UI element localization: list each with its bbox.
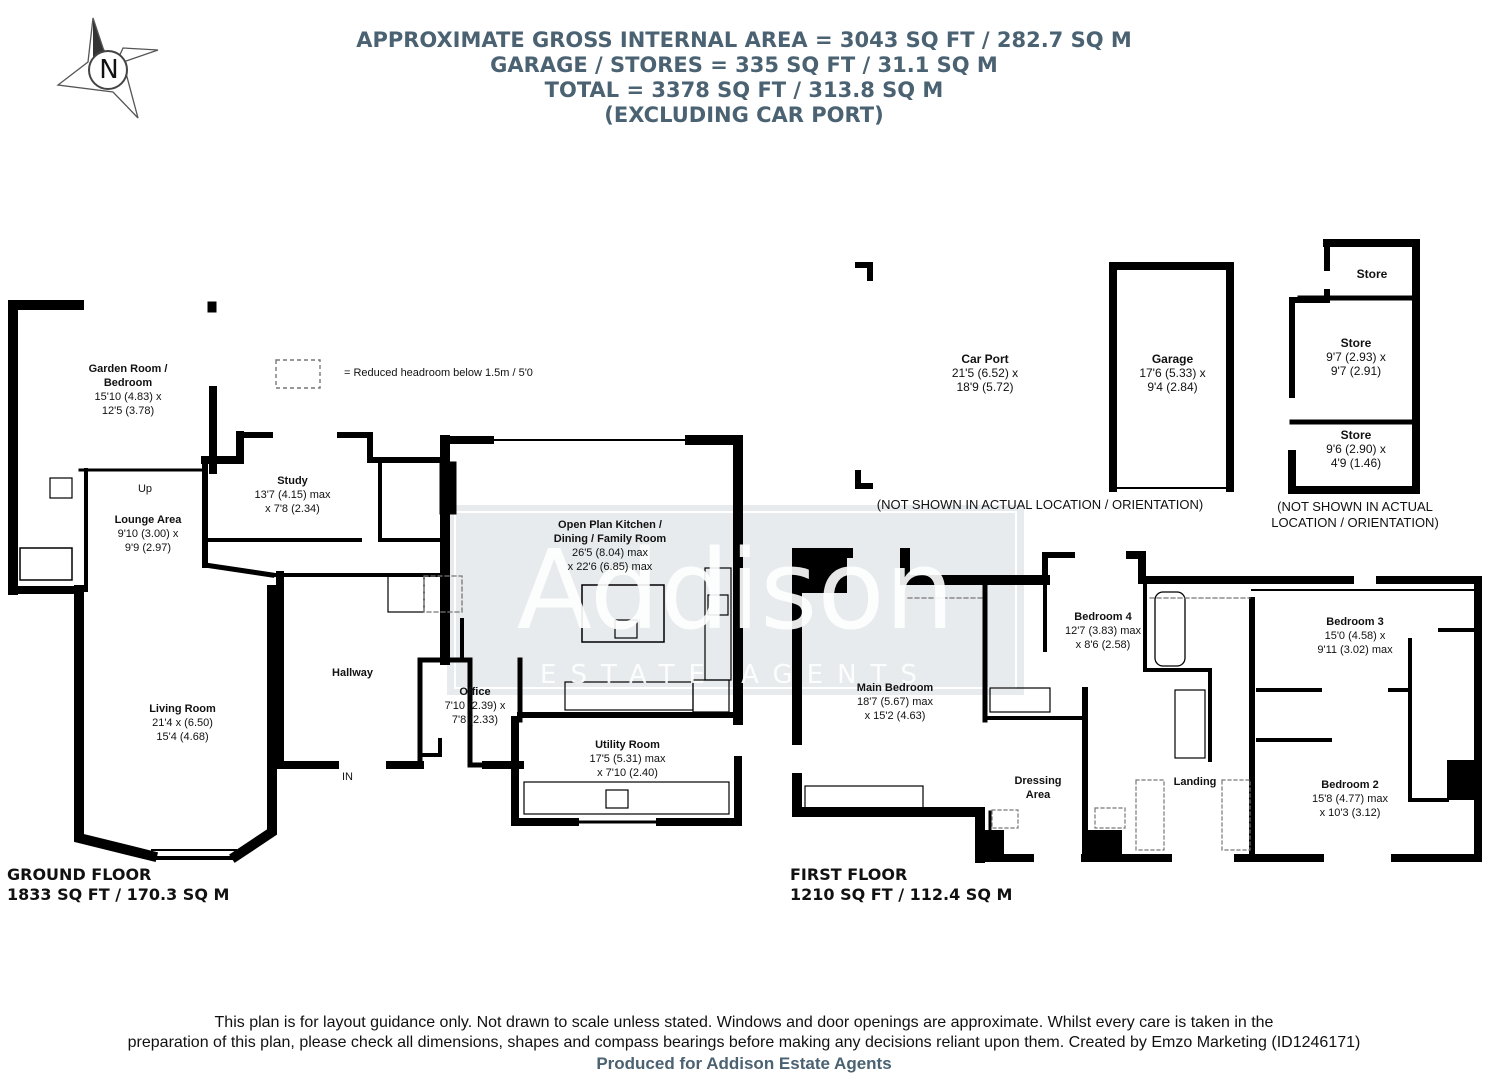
room-dim: x 22'6 (6.85) max bbox=[567, 561, 653, 573]
room-lounge-area: Lounge Area 9'10 (3.00) x 9'9 (2.97) bbox=[88, 513, 208, 555]
watermark-brand: Addison bbox=[516, 526, 955, 654]
room-dim: 17'5 (5.31) max bbox=[589, 753, 666, 765]
room-dim: x 7'8 (2.34) bbox=[265, 503, 320, 515]
watermark-sub: ESTATE AGENTS bbox=[540, 660, 931, 690]
room-car-port: Car Port 21'5 (6.52) x 18'9 (5.72) bbox=[935, 352, 1035, 394]
room-dim: x 8'6 (2.58) bbox=[1075, 639, 1131, 651]
room-name: Dressing bbox=[1014, 775, 1062, 787]
room-dim: 13'7 (4.15) max bbox=[254, 489, 331, 501]
room-dim: 18'7 (5.67) max bbox=[856, 696, 934, 708]
produced-for-line: Produced for Addison Estate Agents bbox=[596, 1054, 892, 1073]
room-bedroom-3: Bedroom 3 15'0 (4.58) x 9'11 (3.02) max bbox=[1300, 615, 1410, 657]
room-dim: 12'7 (3.83) max bbox=[1064, 625, 1142, 637]
disclaimer-line-2: preparation of this plan, please check a… bbox=[127, 1034, 1361, 1051]
room-name: Dining / Family Room bbox=[553, 533, 667, 545]
store-orientation-note-1: (NOT SHOWN IN ACTUAL bbox=[1277, 499, 1433, 514]
ground-floor-label: GROUND FLOOR bbox=[7, 865, 152, 884]
room-store-lower: Store 9'6 (2.90) x 4'9 (1.46) bbox=[1300, 428, 1412, 470]
room-dim: 15'0 (4.58) x bbox=[1324, 630, 1386, 642]
room-name: Bedroom 2 bbox=[1321, 779, 1379, 791]
room-name: Lounge Area bbox=[114, 514, 182, 526]
room-main-bedroom: Main Bedroom 18'7 (5.67) max x 15'2 (4.6… bbox=[835, 681, 955, 723]
room-name: Main Bedroom bbox=[856, 682, 934, 694]
excluding-note-line: (EXCLUDING CAR PORT) bbox=[604, 103, 884, 127]
room-dim: x 7'10 (2.40) bbox=[597, 767, 658, 779]
room-landing: Landing bbox=[1155, 775, 1235, 789]
first-floor-label: FIRST FLOOR bbox=[790, 865, 908, 884]
room-utility: Utility Room 17'5 (5.31) max x 7'10 (2.4… bbox=[565, 738, 690, 780]
room-dim: x 10'3 (3.12) bbox=[1319, 807, 1381, 819]
room-dim: 9'9 (2.97) bbox=[124, 542, 172, 554]
stair-up-label: Up bbox=[137, 483, 153, 495]
total-area-line: TOTAL = 3378 SQ FT / 313.8 SQ M bbox=[544, 78, 944, 102]
room-name: Bedroom 4 bbox=[1074, 611, 1132, 623]
room-dim: 4'9 (1.46) bbox=[1330, 456, 1382, 470]
room-dim: 9'11 (3.02) max bbox=[1317, 644, 1393, 656]
room-name: Living Room bbox=[149, 703, 216, 715]
room-name: Store bbox=[1356, 267, 1388, 281]
compass-north-letter: N bbox=[99, 55, 119, 85]
room-name: Garden Room / bbox=[88, 363, 168, 375]
room-dim: 18'9 (5.72) bbox=[956, 380, 1014, 394]
garage-area-line: GARAGE / STORES = 335 SQ FT / 31.1 SQ M bbox=[490, 53, 998, 77]
headroom-legend-text: = Reduced headroom below 1.5m / 5'0 bbox=[344, 367, 533, 379]
room-bedroom-4: Bedroom 4 12'7 (3.83) max x 8'6 (2.58) bbox=[1048, 610, 1158, 652]
room-dressing-area: Dressing Area bbox=[1000, 774, 1076, 802]
room-dim: x 15'2 (4.63) bbox=[864, 710, 926, 722]
room-dim: 9'7 (2.91) bbox=[1330, 364, 1382, 378]
room-dim: 26'5 (8.04) max bbox=[571, 547, 649, 559]
room-dim: 9'6 (2.90) x bbox=[1326, 442, 1386, 456]
room-hallway: Hallway bbox=[315, 666, 390, 680]
room-name: Study bbox=[277, 475, 308, 487]
first-floor-area: 1210 SQ FT / 112.4 SQ M bbox=[790, 885, 1013, 904]
room-dim: 9'10 (3.00) x bbox=[117, 528, 179, 540]
room-dim: 9'7 (2.93) x bbox=[1326, 350, 1386, 364]
room-name: Open Plan Kitchen / bbox=[558, 519, 662, 531]
room-name: Landing bbox=[1173, 776, 1217, 788]
room-name: Bedroom bbox=[103, 377, 153, 389]
store-orientation-note-2: LOCATION / ORIENTATION) bbox=[1271, 515, 1439, 530]
room-dim: 21'5 (6.52) x bbox=[951, 366, 1019, 380]
room-name: Store bbox=[1340, 428, 1372, 442]
room-store-middle: Store 9'7 (2.93) x 9'7 (2.91) bbox=[1300, 336, 1412, 378]
room-study: Study 13'7 (4.15) max x 7'8 (2.34) bbox=[230, 474, 355, 516]
room-dim: 12'5 (3.78) bbox=[101, 405, 155, 417]
room-dim: 7'8 (2.33) bbox=[451, 714, 499, 726]
room-dim: 7'10 (2.39) x bbox=[444, 700, 506, 712]
room-name: Garage bbox=[1151, 352, 1194, 366]
ground-floor-area: 1833 SQ FT / 170.3 SQ M bbox=[7, 885, 230, 904]
compass-icon bbox=[56, 17, 159, 119]
room-bedroom-2: Bedroom 2 15'8 (4.77) max x 10'3 (3.12) bbox=[1290, 778, 1410, 820]
room-kitchen: Open Plan Kitchen / Dining / Family Room… bbox=[520, 518, 700, 574]
room-living-room: Living Room 21'4 x (6.50) 15'4 (4.68) bbox=[110, 702, 255, 744]
room-name: Office bbox=[459, 686, 491, 698]
room-name: Store bbox=[1340, 336, 1372, 350]
room-name: Area bbox=[1025, 789, 1051, 801]
room-name: Utility Room bbox=[595, 739, 660, 751]
room-garden-room: Garden Room / Bedroom 15'10 (4.83) x 12'… bbox=[58, 362, 198, 418]
disclaimer-line-1: This plan is for layout guidance only. N… bbox=[214, 1014, 1274, 1031]
headroom-legend-swatch bbox=[275, 359, 321, 389]
room-dim: 9'4 (2.84) bbox=[1147, 380, 1198, 394]
room-name: Car Port bbox=[961, 352, 1009, 366]
room-dim: 15'4 (4.68) bbox=[156, 731, 209, 743]
room-name: Bedroom 3 bbox=[1326, 616, 1384, 628]
area-total-line: APPROXIMATE GROSS INTERNAL AREA = 3043 S… bbox=[356, 28, 1132, 52]
room-office: Office 7'10 (2.39) x 7'8 (2.33) bbox=[416, 685, 534, 727]
room-dim: 15'8 (4.77) max bbox=[1311, 793, 1389, 805]
entrance-label: IN bbox=[342, 771, 353, 783]
room-name: Hallway bbox=[332, 667, 373, 679]
room-dim: 17'6 (5.33) x bbox=[1139, 366, 1206, 380]
room-garage: Garage 17'6 (5.33) x 9'4 (2.84) bbox=[1120, 352, 1225, 394]
room-store-top: Store bbox=[1330, 267, 1414, 281]
room-dim: 21'4 x (6.50) bbox=[152, 717, 213, 729]
garage-orientation-note: (NOT SHOWN IN ACTUAL LOCATION / ORIENTAT… bbox=[876, 497, 1204, 512]
room-dim: 15'10 (4.83) x bbox=[94, 391, 162, 403]
